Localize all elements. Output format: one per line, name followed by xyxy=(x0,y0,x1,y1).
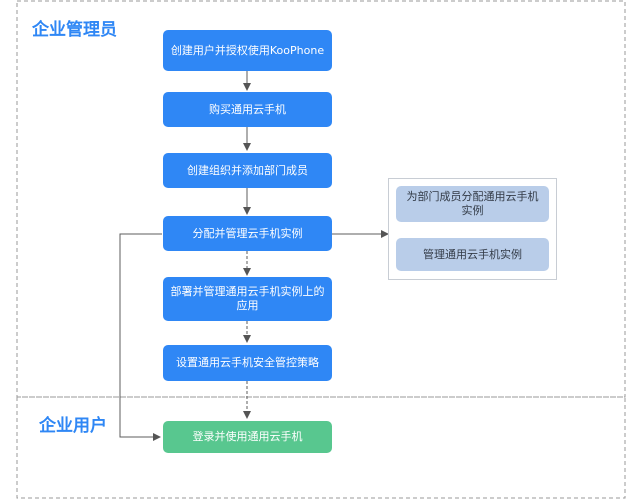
step-security-policy[interactable]: 设置通用云手机安全管控策略 xyxy=(163,345,332,381)
step-buy-phone[interactable]: 购买通用云手机 xyxy=(163,92,332,127)
admin-lane-border xyxy=(16,0,626,398)
connector-assign-to-login-loop xyxy=(119,233,162,441)
sub-step-assign-members[interactable]: 为部门成员分配通用云手机实例 xyxy=(396,186,549,222)
step-create-user[interactable]: 创建用户并授权使用KooPhone xyxy=(163,30,332,71)
user-lane-border xyxy=(16,396,626,499)
admin-lane-label: 企业管理员 xyxy=(32,20,117,40)
step-login-use[interactable]: 登录并使用通用云手机 xyxy=(163,421,332,453)
sub-step-manage-instances[interactable]: 管理通用云手机实例 xyxy=(396,238,549,271)
step-create-org[interactable]: 创建组织并添加部门成员 xyxy=(163,153,332,188)
step-assign-manage[interactable]: 分配并管理云手机实例 xyxy=(163,216,332,251)
user-lane-label: 企业用户 xyxy=(39,416,107,436)
step-deploy-apps[interactable]: 部署并管理通用云手机实例上的应用 xyxy=(163,277,332,321)
